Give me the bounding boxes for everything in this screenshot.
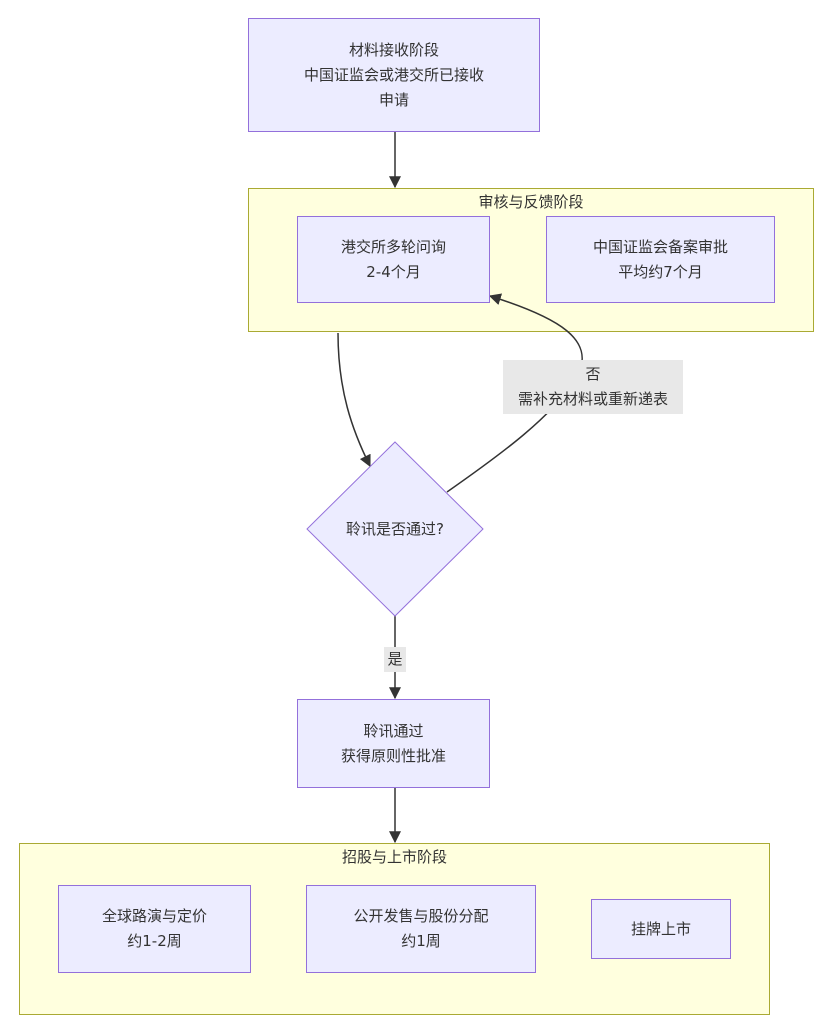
node-receive-line2: 中国证监会或港交所已接收 [303, 65, 484, 84]
node-csrc-filing-line1: 中国证监会备案审批 [592, 237, 728, 256]
node-receive-line3: 申请 [378, 90, 409, 109]
node-approved-line1: 聆讯通过 [363, 721, 424, 740]
decision-diamond [306, 441, 484, 617]
node-listing: 挂牌上市 [591, 899, 731, 959]
node-csrc-filing-line2: 平均约7个月 [618, 262, 703, 281]
node-offering-line2: 约1周 [401, 932, 441, 950]
node-hkex-inquiry-line1: 港交所多轮问询 [340, 237, 446, 256]
node-approved-line2: 获得原则性批准 [340, 746, 446, 765]
edge-label-no-line2: 需补充材料或重新递表 [517, 390, 668, 408]
node-listing-line1: 挂牌上市 [630, 919, 691, 938]
node-roadshow: 全球路演与定价 约1-2周 [58, 885, 251, 973]
node-csrc-filing: 中国证监会备案审批 平均约7个月 [546, 216, 775, 303]
edge-label-no: 否 需补充材料或重新递表 [503, 360, 683, 414]
edge-label-no-line1: 否 [585, 365, 601, 383]
node-approved: 聆讯通过 获得原则性批准 [297, 699, 490, 788]
node-receive-line1: 材料接收阶段 [348, 40, 439, 59]
cluster-review-title: 审核与反馈阶段 [478, 193, 584, 211]
node-hkex-inquiry: 港交所多轮问询 2-4个月 [297, 216, 490, 303]
node-decision-label: 聆讯是否通过? [346, 520, 444, 538]
node-receive: 材料接收阶段 中国证监会或港交所已接收 申请 [248, 18, 540, 132]
node-offering-line1: 公开发售与股份分配 [353, 907, 489, 925]
node-roadshow-line1: 全球路演与定价 [101, 907, 207, 925]
node-roadshow-line2: 约1-2周 [127, 932, 182, 950]
edge-label-yes-text: 是 [387, 650, 403, 668]
node-offering: 公开发售与股份分配 约1周 [306, 885, 536, 973]
node-hkex-inquiry-line2: 2-4个月 [366, 262, 421, 281]
edge-review-to-decision [337, 332, 371, 468]
cluster-listing-phase-title: 招股与上市阶段 [341, 848, 447, 866]
edge-label-yes: 是 [384, 647, 406, 672]
